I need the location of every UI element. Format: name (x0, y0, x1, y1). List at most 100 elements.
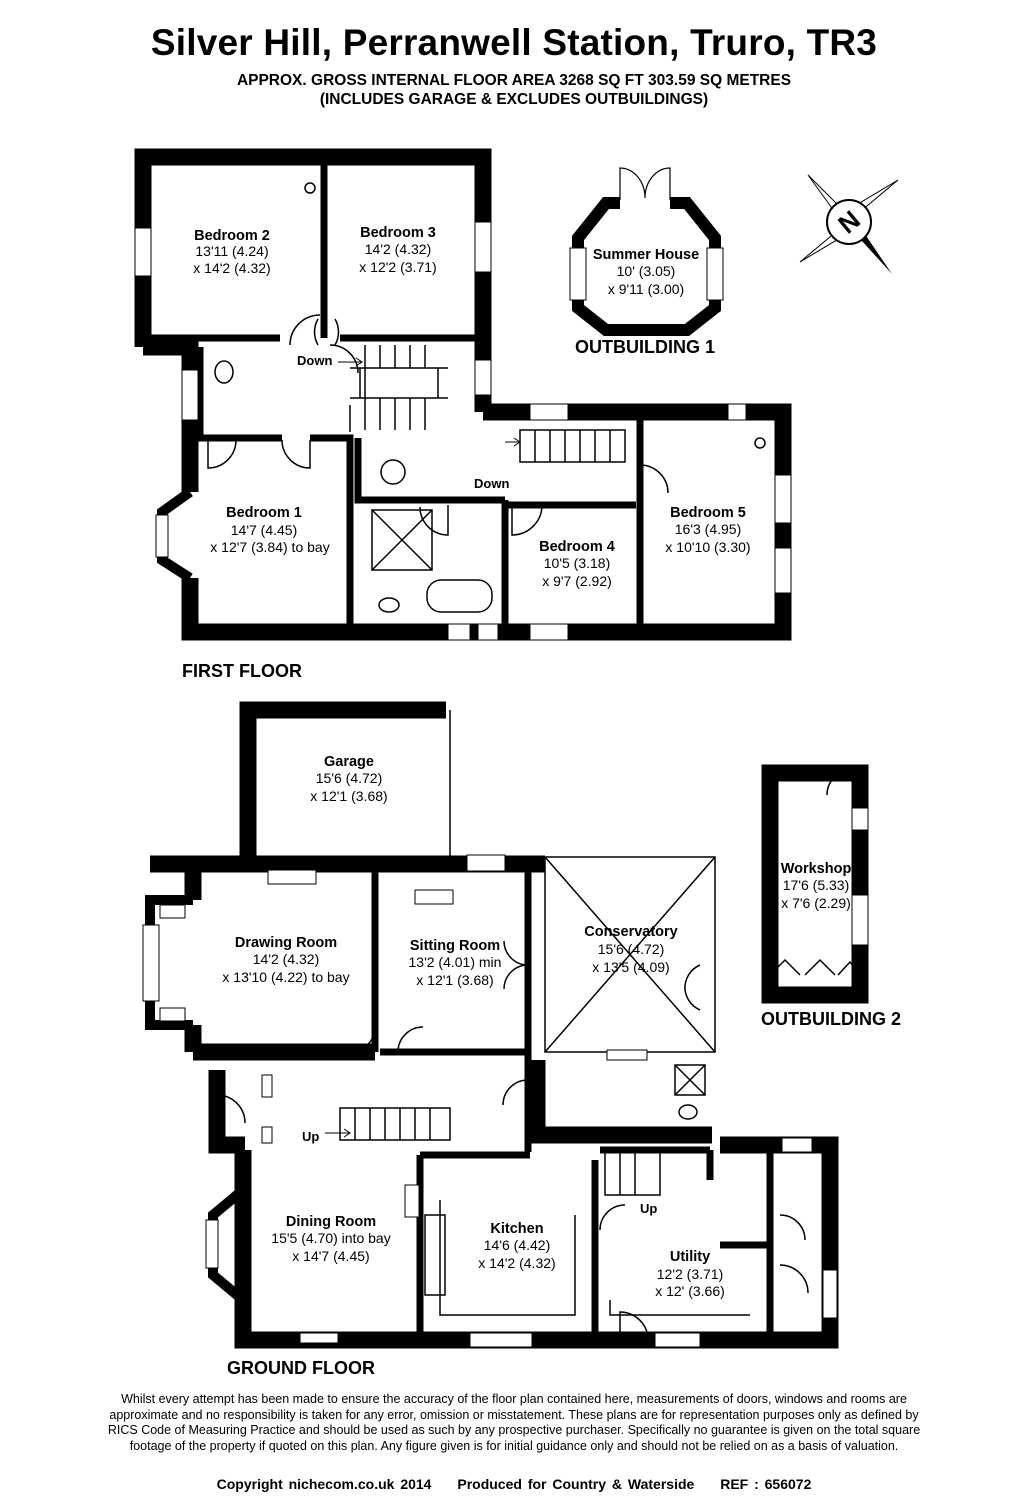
room-bedroom2: Bedroom 213'11 (4.24)x 14'2 (4.32) (193, 228, 270, 276)
plan-element (826, 199, 872, 245)
bifold-doors (769, 958, 861, 976)
plan-element (267, 869, 317, 885)
stairs-second (519, 429, 626, 463)
plan-element: Bedroom 5 (670, 505, 746, 521)
plan-element (529, 403, 569, 421)
plan-element (205, 1219, 219, 1269)
plan-element: x 9'7 (2.92) (542, 573, 612, 589)
plan-element: Dining Room (286, 1214, 376, 1230)
plan-element (142, 924, 160, 1002)
plan-element (706, 247, 724, 301)
plan-element (214, 360, 234, 384)
stairs-up-label: Up (640, 1201, 657, 1216)
plan-element: Workshop (781, 861, 852, 877)
plan-element: Sitting Room (410, 938, 500, 954)
plan-element (466, 854, 506, 872)
plan-element (289, 314, 359, 374)
plan-element: x 12'7 (3.84) to bay (210, 539, 329, 555)
plan-element: 17'6 (5.33) (783, 877, 850, 893)
plan-element (261, 1126, 273, 1144)
plan-element: Kitchen (490, 1221, 543, 1237)
internal-walls (150, 160, 774, 1340)
plan-element: Drawing Room (235, 935, 337, 951)
plan-element (529, 623, 569, 641)
includes-text: (INCLUDES GARAGE & EXCLUDES OUTBUILDINGS… (319, 91, 709, 108)
plan-element (159, 1007, 186, 1022)
plan-element: Bedroom 4 (539, 539, 615, 555)
windows (134, 221, 869, 1348)
room-bedroom4: Bedroom 410'5 (3.18) x 9'7 (2.92) (539, 539, 615, 589)
floor-area-text: APPROX. GROSS INTERNAL FLOOR AREA 3268 S… (236, 72, 792, 89)
plan-element (216, 964, 701, 1124)
plan-element (678, 1104, 698, 1120)
plan-element (159, 904, 186, 919)
plan-element (414, 889, 454, 905)
cooker (424, 1214, 446, 1296)
plan-element: 15'5 (4.70) into bay (271, 1230, 390, 1246)
workshop-door (826, 769, 853, 796)
plan-element (404, 1184, 420, 1218)
plan-element (606, 1049, 648, 1061)
plan-element: x 13'10 (4.22) to bay (222, 969, 349, 985)
plan-element (620, 195, 670, 211)
plan-element: Bedroom 1 (226, 505, 302, 521)
plan-element (474, 359, 492, 396)
plan-element (261, 1074, 273, 1098)
plan-element (569, 247, 587, 301)
plan-element (505, 437, 521, 447)
plan-element: 13'2 (4.01) min (409, 954, 502, 970)
plan-element (313, 318, 340, 346)
walls (134, 148, 869, 1349)
reference: REF : 656072 (720, 1476, 812, 1492)
copyright: Copyright nichecom.co.uk 2014 (216, 1476, 432, 1492)
plan-element (851, 894, 869, 946)
plan-element (371, 872, 599, 1340)
plan-element: x 10'10 (3.30) (665, 539, 750, 555)
plan-element: 15'6 (4.72) (598, 941, 665, 957)
room-labels: Bedroom 213'11 (4.24)x 14'2 (4.32) Bedro… (193, 225, 851, 1299)
plan-element: 14'7 (4.45) (231, 522, 298, 538)
utility-units (609, 1300, 750, 1316)
ground-floor-label: GROUND FLOOR (227, 1358, 375, 1378)
floor-labels: FIRST FLOOR GROUND FLOOR OUTBUILDING 1 O… (182, 337, 901, 1378)
workshop-walls (761, 764, 869, 1004)
produced-for: Produced for Country & Waterside (457, 1476, 695, 1492)
plan-element (727, 403, 747, 421)
plan-element (299, 1332, 339, 1344)
outbuilding1-label: OUTBUILDING 1 (575, 337, 715, 357)
plan-element (419, 464, 669, 536)
conservatory-roof-lines (544, 856, 716, 1053)
stairs-down-label: Down (297, 353, 332, 368)
thin-lines (207, 182, 861, 1341)
plan-element: 14'2 (4.32) (253, 951, 320, 967)
plan-element (447, 623, 471, 641)
plan-element: 14'6 (4.42) (484, 1237, 551, 1253)
first-floor-outer-walls (143, 338, 792, 641)
plan-element (774, 474, 792, 524)
plan-element: 13'11 (4.24) (195, 243, 268, 259)
disclaimer: Whilst every attempt has been made to en… (107, 1392, 921, 1453)
stairs-utility (604, 1151, 661, 1196)
plan-element (354, 420, 644, 632)
plan-element: 16'3 (4.95) (675, 521, 742, 537)
plan-element: 15'6 (4.72) (316, 770, 383, 786)
plan-element (599, 1204, 809, 1341)
plan-element (774, 547, 792, 594)
room-bedroom5: Bedroom 516'3 (4.95) x 10'10 (3.30) (665, 505, 750, 555)
plan-element: Summer House (593, 247, 699, 263)
stairs-first (349, 367, 448, 432)
shower-ground (674, 1064, 706, 1096)
stairs-up-label: Up (302, 1129, 319, 1144)
plan-element (371, 509, 433, 571)
plan-element: Conservatory (584, 924, 677, 940)
stairs-down-label: Down (474, 476, 509, 491)
bath (426, 579, 493, 613)
plan-element (754, 437, 766, 449)
plan-element: 10'5 (3.18) (544, 555, 611, 571)
stair-treads (364, 345, 426, 430)
plan-element: 12'2 (3.71) (657, 1266, 724, 1282)
